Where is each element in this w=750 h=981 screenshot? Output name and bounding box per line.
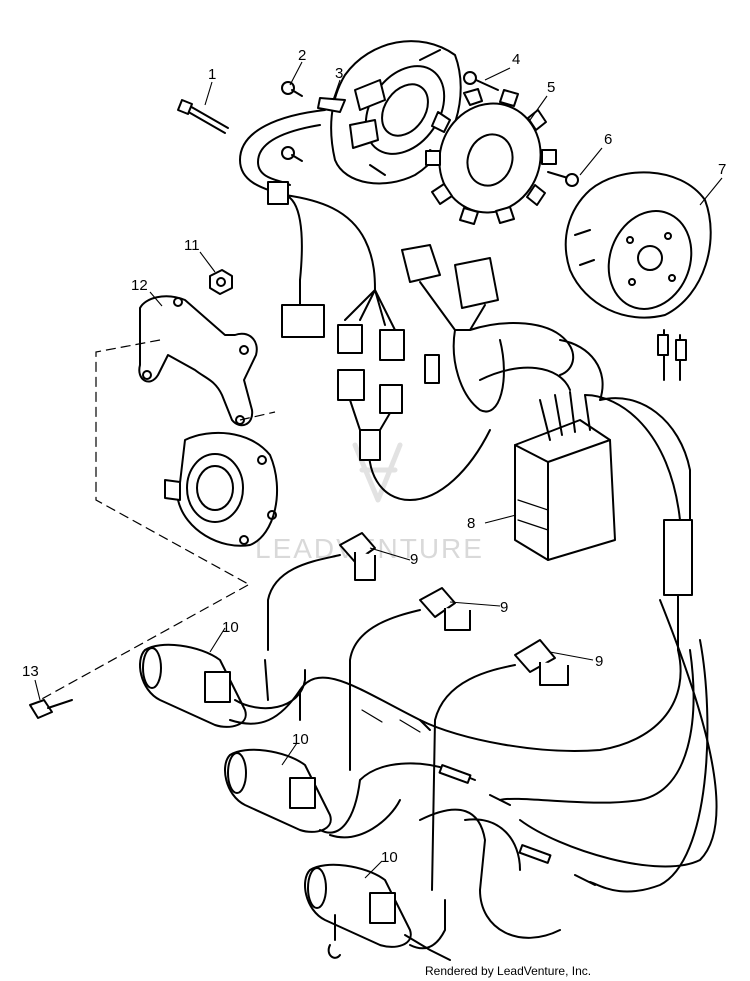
cable-tie: [177, 99, 229, 134]
stator-screw-small: [281, 81, 303, 162]
coil-mount-bolt: [29, 699, 73, 719]
callout-6: 6: [604, 131, 612, 148]
callout-10b: 10: [292, 731, 309, 748]
cdi-mount-outline: [39, 339, 278, 701]
stator: [425, 88, 557, 225]
callout-10a: 10: [222, 619, 239, 636]
callout-12: 12: [131, 277, 148, 294]
callout-2: 2: [298, 47, 306, 64]
stator-connectors: [401, 244, 575, 413]
callout-9c: 9: [595, 653, 603, 670]
stator-plate: [317, 40, 462, 185]
callout-7: 7: [718, 161, 726, 178]
callout-4: 4: [512, 51, 520, 68]
ignition-coil-middle: [224, 748, 476, 839]
callout-5: 5: [547, 79, 555, 96]
ignition-wiring: [264, 599, 718, 961]
ignition-coil-top: [139, 643, 421, 728]
callout-10c: 10: [381, 849, 398, 866]
render-credit: Rendered by LeadVenture, Inc.: [425, 964, 591, 978]
callout-1: 1: [208, 66, 216, 83]
mount-nut: [209, 269, 233, 295]
callout-11: 11: [184, 237, 200, 254]
callout-3: 3: [335, 65, 343, 82]
callout-9a: 9: [410, 551, 418, 568]
mount-bracket: [138, 295, 258, 427]
callout-8: 8: [467, 515, 475, 532]
callouts: 1 2 3 4 5 6 7 8 9 9 9 10 10 10 11 12 13: [22, 47, 726, 879]
voltage-regulator: [514, 329, 693, 651]
stator-harness: [239, 109, 491, 501]
stator-screw: [463, 71, 499, 91]
spark-plug-caps: [267, 532, 569, 891]
callout-13: 13: [22, 663, 39, 680]
ignition-coil-bottom: [304, 863, 446, 959]
callout-9b: 9: [500, 599, 508, 616]
flywheel-screw: [547, 171, 579, 187]
flywheel: [564, 171, 712, 319]
